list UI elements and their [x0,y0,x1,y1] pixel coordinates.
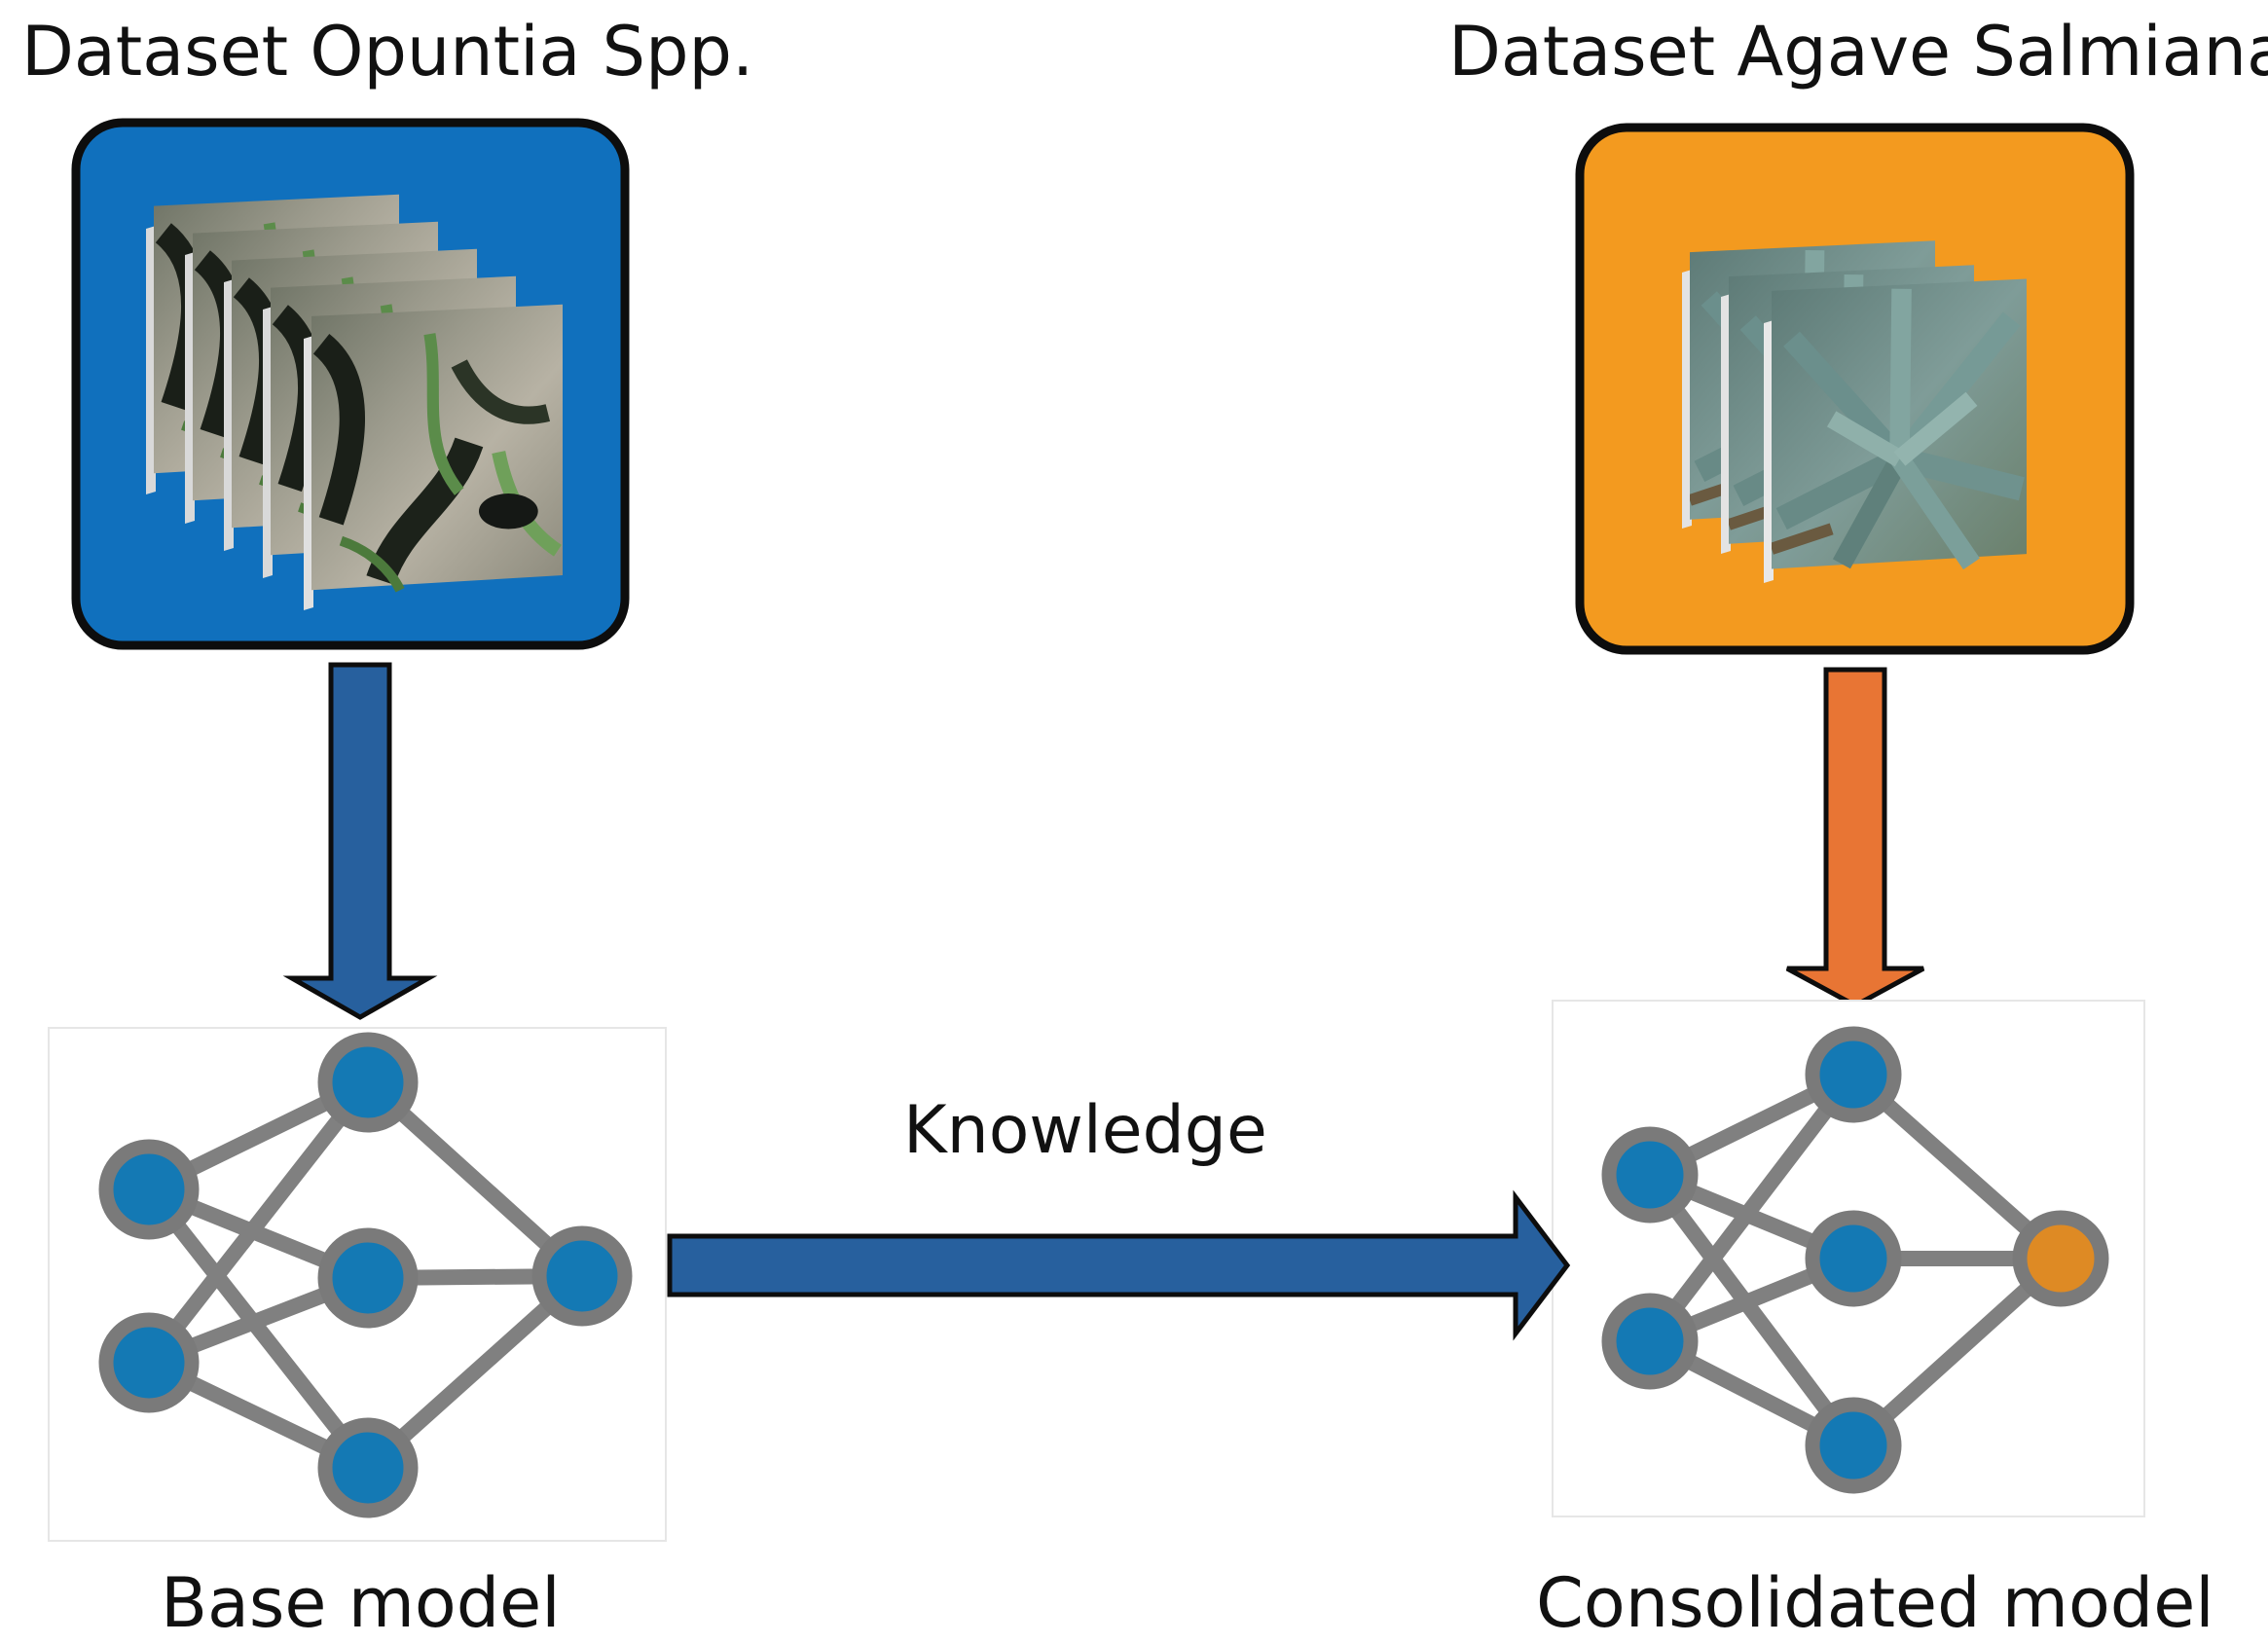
base-model-label: Base model [161,1563,561,1643]
network-node [1805,1210,1902,1307]
knowledge-label: Knowledge [903,1092,1267,1169]
consolidated-model-label: Consolidated model [1536,1563,2214,1643]
down-arrow-blue [282,662,438,1020]
dataset-left-title: Dataset Opuntia Spp. [21,12,754,91]
network-node [98,1312,200,1413]
network-node [1805,1026,1902,1123]
network-node [317,1227,419,1329]
network-node [317,1032,419,1133]
network-node [98,1139,200,1240]
network-node [317,1417,419,1518]
network-node [1805,1397,1902,1494]
network-node [1601,1293,1699,1390]
network-node-new [2012,1210,2109,1307]
agave-image-stack-icon [1682,240,2027,583]
dataset-right-title: Dataset Agave Salmiana. [1448,12,2268,91]
consolidated-model-network [1552,1000,2145,1517]
network-node [531,1225,633,1327]
dataset-agave-box [1575,123,2135,655]
dataset-opuntia-box [71,118,630,650]
knowledge-arrow [667,1189,1571,1341]
base-model-network [48,1027,667,1542]
down-arrow-orange [1785,667,1925,1008]
network-node [1601,1126,1699,1224]
opuntia-image-stack-icon [146,173,563,610]
